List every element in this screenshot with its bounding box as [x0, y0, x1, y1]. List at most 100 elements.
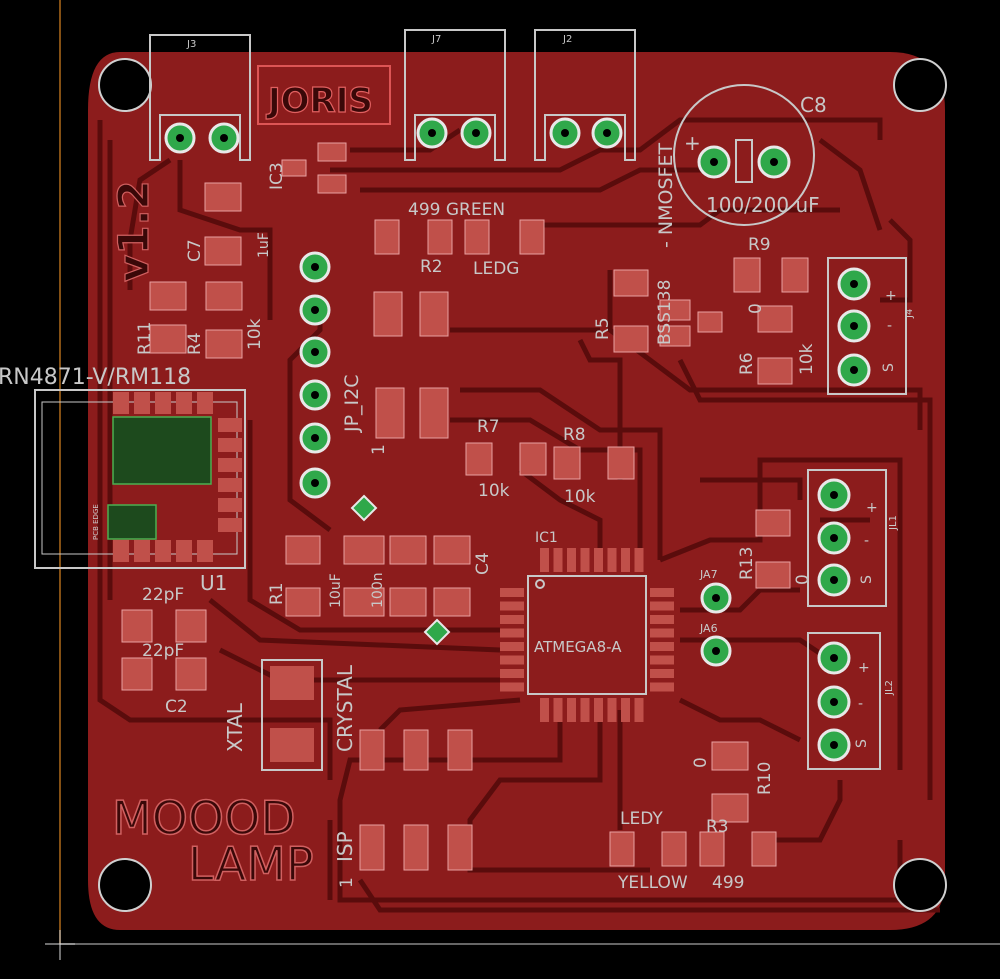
c7-label: C7 — [185, 239, 205, 262]
mount-hole-bottom-right — [893, 858, 947, 912]
r2-label: R2 — [420, 257, 443, 277]
r8-value: 10k — [564, 487, 596, 507]
mcu-pin-bottom — [567, 698, 576, 722]
j4-pin-plus: + — [885, 288, 897, 304]
j4-pin-minus: - — [887, 318, 892, 334]
board-title-line1: MOOOD — [112, 791, 296, 845]
mcu-pin-bottom — [540, 698, 549, 722]
mcu-pin-left — [500, 588, 524, 597]
mcu-pin-bottom — [580, 698, 590, 722]
mcu-pin-right — [650, 669, 674, 678]
mcu-pin-top — [540, 548, 549, 572]
jl1-label: JL1 — [888, 515, 899, 531]
mcu-pin-top — [607, 548, 617, 572]
j2-label: J2 — [562, 34, 572, 45]
ja6-label: JA6 — [699, 622, 718, 635]
r6-label: R6 — [737, 352, 757, 375]
r10-label: R10 — [755, 762, 775, 795]
r4-value: 10k — [245, 318, 265, 350]
jl1-outline — [807, 469, 887, 607]
rn4871-module: PCB EDGE — [34, 389, 246, 569]
jl2-outline — [807, 632, 881, 770]
ledy-label: LEDY — [620, 809, 663, 829]
mount-hole-top-right — [893, 58, 947, 112]
xtal-label: XTAL — [223, 702, 247, 752]
j4-label: J4 — [904, 309, 915, 319]
c7-value: 1uF — [256, 232, 272, 258]
jp-i2c-label: JP_I2C — [341, 374, 363, 433]
r10-value: 0 — [691, 757, 711, 768]
ic1-label: IC1 — [535, 530, 558, 546]
mcu-pin-right — [650, 601, 674, 611]
crystal-outline — [261, 659, 323, 771]
isp-pin-one: 1 — [337, 877, 357, 888]
mcu-pin-right — [650, 642, 674, 651]
cap-100n-label: 100n — [370, 572, 386, 608]
mcu-pin-top — [621, 548, 630, 572]
j3-label: J3 — [186, 39, 196, 50]
mcu-pin-bottom — [621, 698, 630, 722]
board-title-line2: LAMP — [188, 837, 314, 891]
mcu-pin-top — [594, 548, 603, 572]
rn4871-antenna-pad — [107, 504, 157, 540]
bss138-label: BSS138 — [655, 280, 675, 345]
atmega8-chip — [500, 548, 674, 722]
c8-label: C8 — [800, 93, 827, 117]
author-logo-box — [257, 65, 391, 125]
r6-value: 10k — [797, 343, 817, 375]
r13-value: 0 — [793, 574, 813, 585]
side-connectors — [807, 257, 907, 770]
jl2-pin-minus: - — [858, 696, 863, 712]
mcu-pin-top — [553, 548, 563, 572]
mcu-pin-left — [500, 628, 524, 638]
rn4871-ground-pad — [112, 416, 212, 485]
ic3-label: IC3 — [267, 162, 287, 190]
ledg-label: LEDG — [473, 259, 519, 279]
mcu-pin-right — [650, 655, 674, 665]
jl2-pin-plus: + — [858, 660, 870, 676]
c2-label: C2 — [165, 697, 188, 717]
r9-label: R9 — [748, 235, 771, 255]
j3-outline — [149, 34, 251, 161]
pcb-edge-label: PCB EDGE — [92, 504, 100, 540]
jl2-label: JL2 — [884, 680, 895, 696]
c8-plus: + — [684, 131, 701, 155]
c4-label: C4 — [473, 552, 493, 575]
c8-body — [735, 139, 753, 183]
ja7-label: JA7 — [699, 568, 718, 581]
tht-pads — [164, 117, 871, 762]
r7-label: R7 — [477, 417, 500, 437]
connectors-top — [149, 29, 636, 161]
version-label: v1.2 — [109, 180, 158, 282]
crystal-label: CRYSTAL — [333, 664, 357, 752]
mcu-pin-top — [567, 548, 576, 572]
mcu-pin-right — [650, 682, 674, 692]
mcu-pin-bottom — [594, 698, 603, 722]
r8-label: R8 — [563, 425, 586, 445]
isp-label: ISP — [333, 831, 357, 862]
author-logo: JORIS — [266, 81, 373, 121]
mcu-pin-bottom — [634, 698, 644, 722]
mcu-pin-right — [650, 615, 674, 624]
c8-value: 100/200 uF — [706, 193, 820, 217]
j4-outline — [827, 257, 907, 395]
r9-value: 0 — [746, 303, 766, 314]
c8-outline — [673, 84, 815, 226]
mount-hole-top-left — [98, 58, 152, 112]
r1-label: R1 — [267, 582, 287, 605]
nmosfet-label: - NMOSFET — [655, 143, 677, 248]
mcu-pin-bottom — [553, 698, 563, 722]
r7-value: 10k — [478, 481, 510, 501]
fiducials — [350, 494, 451, 646]
r13-label: R13 — [737, 547, 757, 580]
c22pf-1-label: 22pF — [142, 585, 184, 605]
crystal-pad-1 — [270, 666, 314, 700]
trace-layer — [97, 117, 940, 913]
mcu-pin-left — [500, 682, 524, 692]
j4-pin-s: S — [881, 363, 897, 372]
r3-label: R3 — [706, 817, 729, 837]
i2c-pin-one: 1 — [369, 444, 389, 455]
jl1-pin-minus: - — [864, 533, 869, 549]
j7-label: J7 — [431, 34, 441, 45]
rn4871-label: RN4871-V/RM118 — [0, 365, 191, 390]
